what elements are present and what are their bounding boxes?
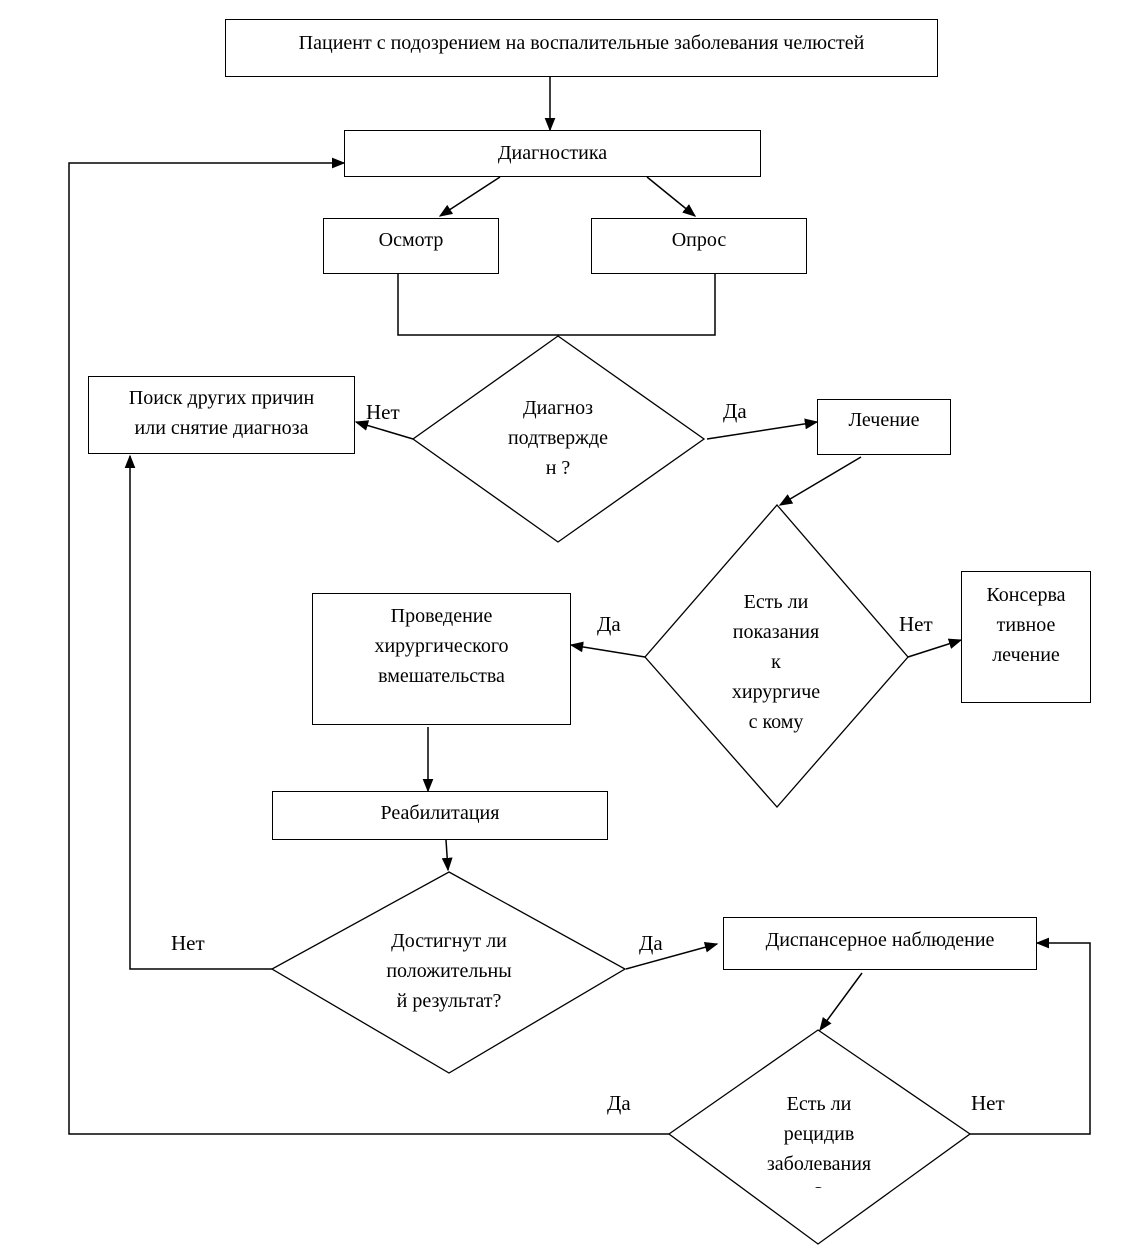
decision-relapse-text: Есть ли рецидив заболевания ? — [739, 1089, 899, 1188]
arrow-diagnostics-to-exam — [438, 176, 501, 217]
arrow-relapse-no — [970, 937, 1091, 1135]
decision-surgery-indicated — [644, 504, 909, 808]
box-diagnostics-text: Диагностика — [497, 142, 608, 164]
decision-diagnosis-confirmed — [411, 335, 706, 543]
box-other-causes-line-2: или снятие диагноза — [134, 417, 309, 439]
decision-relapse-line-3: заболевания — [766, 1153, 872, 1175]
box-dispensary: Диспансерное наблюдение — [723, 917, 1037, 970]
decision-surgery-line-4: хирургиче — [731, 681, 821, 703]
box-patient-text: Пациент с подозрением на воспалительные … — [298, 32, 865, 54]
arrow-rehab-to-result — [441, 839, 453, 872]
decision-diagnosis-line-3: н ? — [545, 457, 571, 479]
decision-positive-result — [270, 871, 627, 1074]
box-diagnostics: Диагностика — [344, 130, 761, 177]
decision-surgery-indicated-text: Есть ли показания к хирургиче с кому — [696, 587, 856, 737]
box-treatment: Лечение — [817, 399, 951, 455]
box-rehabilitation: Реабилитация — [272, 791, 608, 840]
decision-relapse — [667, 1029, 972, 1245]
decision-surgery-line-3: к — [771, 651, 781, 673]
box-conservative-line-2: тивное — [996, 614, 1056, 636]
decision-relapse-line-1: Есть ли — [786, 1093, 852, 1115]
decision-positive-result-text: Достигнут ли положительны й результат? — [349, 926, 549, 1016]
arrow-diag-no — [354, 420, 414, 440]
label-result-no: Нет — [171, 931, 205, 955]
label-diag-no: Нет — [366, 400, 400, 424]
box-other-causes-line-1: Поиск других причин — [128, 387, 315, 409]
label-relapse-yes: Да — [607, 1091, 631, 1115]
label-relapse-no: Нет — [971, 1091, 1005, 1115]
box-treatment-text: Лечение — [848, 409, 920, 431]
box-conservative: Консерва тивное лечение — [961, 571, 1091, 703]
arrow-surgery-no — [907, 638, 963, 658]
box-survey-text: Опрос — [671, 229, 727, 251]
decision-surgery-line-2: показания — [732, 621, 820, 643]
arrow-result-no — [124, 454, 272, 970]
arrow-dispensary-to-relapse — [819, 972, 863, 1032]
decision-relapse-line-4: ? — [739, 1179, 899, 1188]
label-surgery-yes: Да — [597, 612, 621, 636]
label-diag-yes: Да — [723, 399, 747, 423]
arrow-diag-yes — [706, 418, 819, 440]
box-surgery-line-3: вмешательства — [378, 665, 505, 687]
arrow-result-yes — [625, 942, 719, 970]
decision-relapse-line-2: рецидив — [783, 1123, 855, 1145]
decision-result-line-1: Достигнут ли — [391, 930, 507, 952]
arrow-relapse-yes — [68, 157, 669, 1135]
box-survey: Опрос — [591, 218, 807, 274]
box-exam: Осмотр — [323, 218, 499, 274]
box-surgery-line-1: Проведение — [390, 605, 493, 627]
decision-diagnosis-line-1: Диагноз — [522, 397, 594, 419]
connector-exam-survey-join — [397, 274, 716, 336]
box-surgery-line-2: хирургического — [374, 635, 509, 657]
decision-result-line-3: й результат? — [396, 990, 502, 1012]
decision-surgery-line-5: с кому — [748, 711, 804, 733]
box-conservative-line-1: Консерва — [986, 584, 1066, 606]
decision-result-line-2: положительны — [386, 960, 512, 982]
decision-surgery-line-1: Есть ли — [743, 591, 809, 613]
box-exam-text: Осмотр — [378, 229, 444, 251]
decision-diagnosis-line-2: подтвержде — [507, 427, 609, 449]
box-surgery: Проведение хирургического вмешательства — [312, 593, 571, 725]
box-conservative-line-3: лечение — [992, 644, 1060, 666]
arrow-diagnostics-to-survey — [646, 176, 697, 217]
arrow-treatment-to-surgery-decision — [778, 456, 862, 506]
label-surgery-no: Нет — [899, 612, 933, 636]
box-other-causes: Поиск других причин или снятие диагноза — [88, 376, 355, 454]
box-rehabilitation-text: Реабилитация — [380, 802, 500, 824]
decision-diagnosis-confirmed-text: Диагноз подтвержде н ? — [478, 393, 638, 483]
label-result-yes: Да — [639, 931, 663, 955]
box-patient: Пациент с подозрением на воспалительные … — [225, 19, 938, 77]
box-dispensary-text: Диспансерное наблюдение — [765, 929, 995, 951]
arrow-surgery-yes — [569, 641, 646, 658]
